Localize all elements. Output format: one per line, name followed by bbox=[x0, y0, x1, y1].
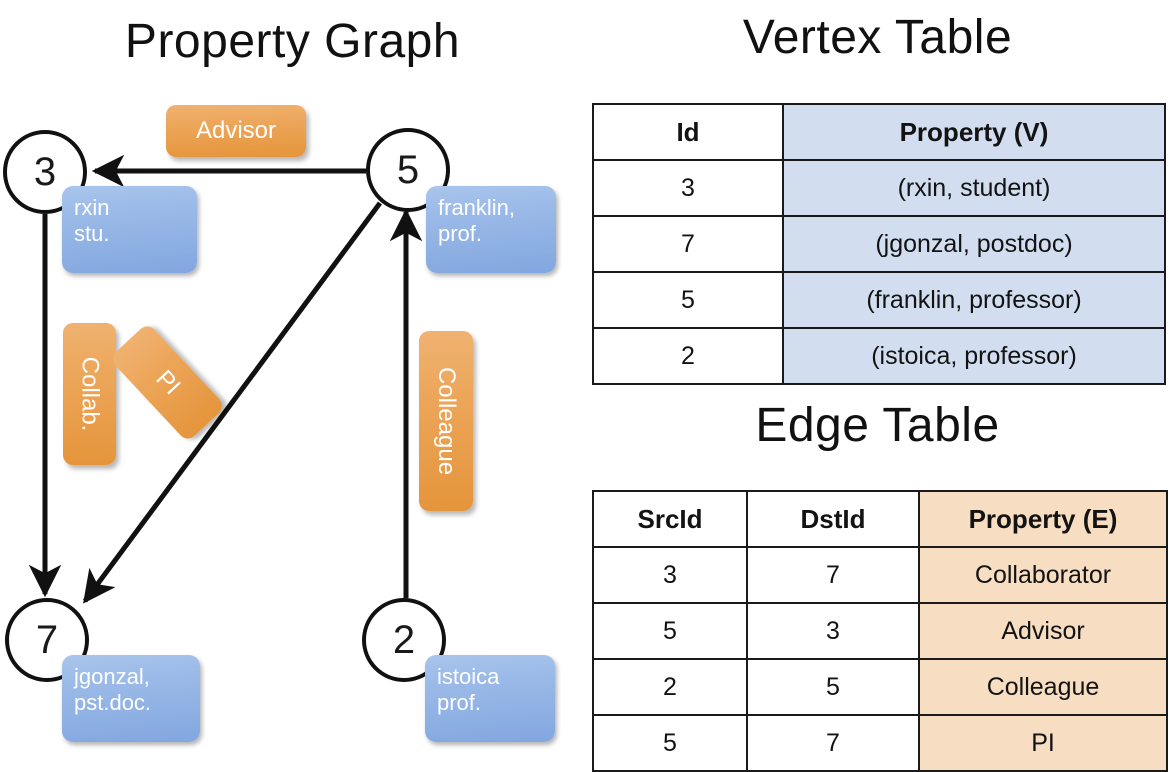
table-row[interactable]: 3 7 Collaborator bbox=[592, 546, 1168, 604]
vertex-table-cell-property: (rxin, student) bbox=[782, 159, 1166, 217]
vertex-table-cell-id: 5 bbox=[592, 271, 784, 329]
vertex-property-box-5: franklin, prof. bbox=[426, 186, 556, 273]
vertex-property-2-line2: prof. bbox=[437, 689, 482, 715]
edge-table-cell-dstid: 3 bbox=[746, 602, 920, 660]
vertex-table: Id Property (V) 3 (rxin, student) 7 (jgo… bbox=[592, 103, 1166, 385]
edge-arrow-pi-5-to-7 bbox=[82, 201, 383, 604]
vertex-property-2-line1: istoica bbox=[437, 664, 500, 689]
edge-table-header-row: SrcId DstId Property (E) bbox=[592, 490, 1168, 548]
edge-label-colleague-text: Colleague bbox=[433, 366, 460, 476]
vertex-property-7-line1: jgonzal, bbox=[74, 664, 150, 689]
edge-table-cell-property: PI bbox=[918, 714, 1168, 772]
table-row[interactable]: 5 (franklin, professor) bbox=[592, 271, 1166, 329]
edge-table-cell-srcid: 5 bbox=[592, 602, 748, 660]
edge-label-collab-text: Collab. bbox=[76, 356, 104, 432]
vertex-property-box-7: jgonzal, pst.doc. bbox=[62, 655, 200, 742]
table-row[interactable]: 7 (jgonzal, postdoc) bbox=[592, 215, 1166, 273]
vertex-node-2[interactable]: 2 bbox=[362, 598, 446, 682]
edge-label-advisor-text: Advisor bbox=[195, 117, 277, 144]
vertex-property-5-line2: prof. bbox=[438, 220, 483, 246]
edge-table-cell-dstid: 7 bbox=[746, 546, 920, 604]
vertex-table-cell-id: 2 bbox=[592, 327, 784, 385]
vertex-property-box-2: istoica prof. bbox=[425, 655, 555, 742]
edge-table-cell-srcid: 2 bbox=[592, 658, 748, 716]
vertex-table-header-id: Id bbox=[592, 103, 784, 161]
vertex-property-5-line1: franklin, bbox=[438, 195, 516, 220]
edge-label-collab: Collab. bbox=[63, 323, 116, 465]
vertex-property-3-line1: rxin bbox=[74, 195, 110, 220]
vertex-table-cell-property: (jgonzal, postdoc) bbox=[782, 215, 1166, 273]
vertex-table-cell-id: 3 bbox=[592, 159, 784, 217]
edge-label-colleague: Colleague bbox=[419, 331, 473, 511]
edge-table-cell-property: Collaborator bbox=[918, 546, 1168, 604]
table-row[interactable]: 2 5 Colleague bbox=[592, 658, 1168, 716]
vertex-property-3-line2: stu. bbox=[74, 220, 110, 246]
edge-table-header-srcid: SrcId bbox=[592, 490, 748, 548]
edge-label-advisor: Advisor bbox=[166, 105, 306, 157]
edge-table-cell-srcid: 5 bbox=[592, 714, 748, 772]
edge-table-cell-property: Advisor bbox=[918, 602, 1168, 660]
vertex-table-cell-property: (franklin, professor) bbox=[782, 271, 1166, 329]
edge-table: SrcId DstId Property (E) 3 7 Collaborato… bbox=[592, 490, 1168, 772]
page-title-property-graph: Property Graph bbox=[124, 15, 461, 68]
edge-table-cell-dstid: 5 bbox=[746, 658, 920, 716]
vertex-table-cell-property: (istoica, professor) bbox=[782, 327, 1166, 385]
edge-label-pi-text: PI bbox=[150, 364, 186, 400]
table-row[interactable]: 5 3 Advisor bbox=[592, 602, 1168, 660]
edge-table-cell-property: Colleague bbox=[918, 658, 1168, 716]
vertex-node-5[interactable]: 5 bbox=[366, 128, 450, 212]
page-title-edge-table: Edge Table bbox=[755, 399, 1000, 452]
edge-table-header-dstid: DstId bbox=[746, 490, 920, 548]
vertex-table-header-property: Property (V) bbox=[782, 103, 1166, 161]
graph-edges-svg bbox=[28, 154, 423, 604]
table-row[interactable]: 2 (istoica, professor) bbox=[592, 327, 1166, 385]
vertex-property-box-3: rxin stu. bbox=[62, 186, 197, 273]
vertex-table-header-row: Id Property (V) bbox=[592, 103, 1166, 161]
property-graph-diagram: 3 5 7 2 rxin stu. franklin, prof. jgonza… bbox=[0, 0, 585, 760]
page-title-vertex-table: Vertex Table bbox=[742, 11, 1013, 64]
vertex-property-7-line2: pst.doc. bbox=[74, 689, 152, 715]
edge-table-cell-srcid: 3 bbox=[592, 546, 748, 604]
vertex-table-cell-id: 7 bbox=[592, 215, 784, 273]
edge-table-cell-dstid: 7 bbox=[746, 714, 920, 772]
edge-table-header-property: Property (E) bbox=[918, 490, 1168, 548]
table-row[interactable]: 5 7 PI bbox=[592, 714, 1168, 772]
table-row[interactable]: 3 (rxin, student) bbox=[592, 159, 1166, 217]
